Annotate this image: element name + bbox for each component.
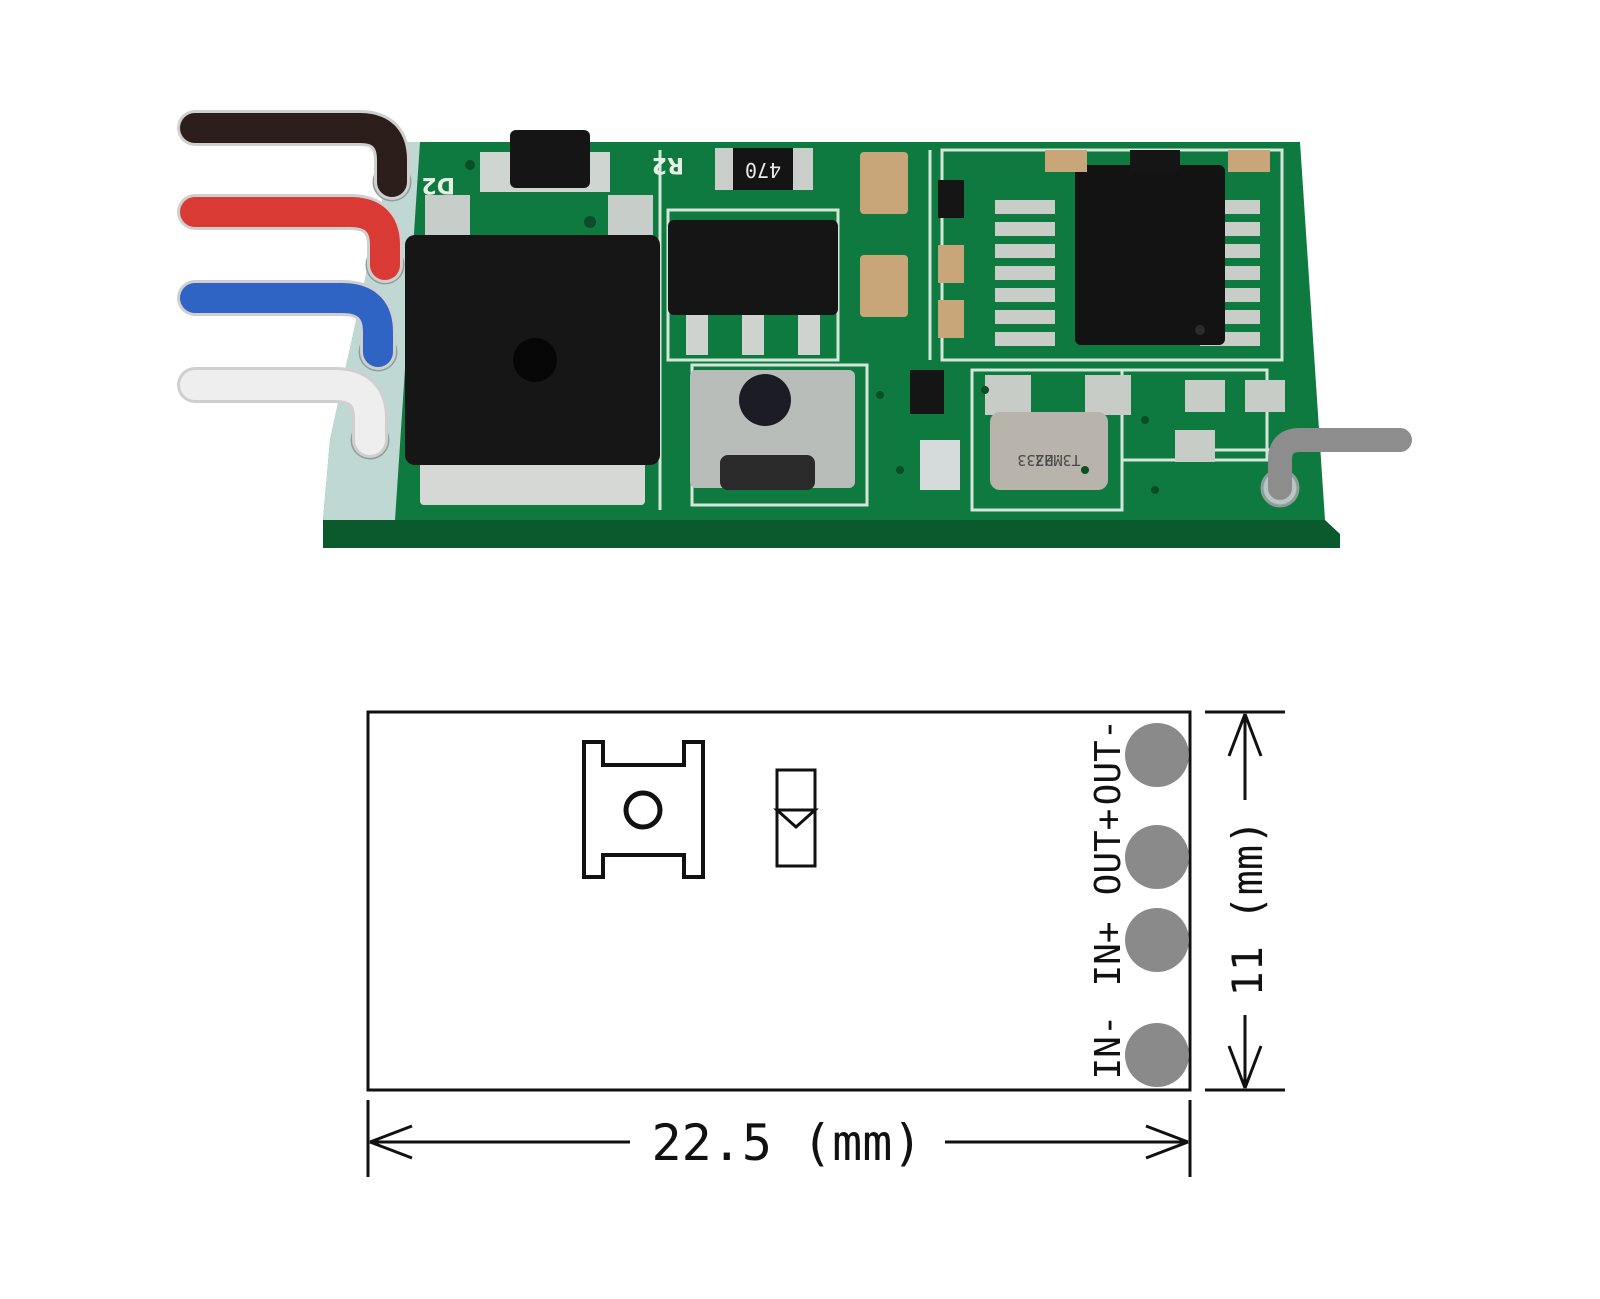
- smd-component: [1045, 150, 1087, 172]
- pcb-photo: D2 R2 470: [177, 110, 1412, 548]
- smd-component: [1245, 380, 1285, 412]
- silk-label-d2: D2: [421, 172, 455, 197]
- height-label: 11 (mm): [1223, 819, 1272, 996]
- regulator-pin: [798, 315, 820, 355]
- smd-component: [1228, 150, 1270, 172]
- decoder-ic: [995, 165, 1260, 346]
- board-outline: [366, 710, 1192, 1092]
- smd-component: [938, 245, 964, 283]
- silk-label-r2: R2: [652, 152, 684, 177]
- pin-label-in-minus: IN-: [1088, 1014, 1129, 1079]
- height-dimension: 11 (mm): [1205, 710, 1285, 1092]
- mosfet-pad-left: [425, 195, 470, 235]
- mosfet-dimple: [513, 338, 557, 382]
- decoder-ic-body: [1075, 165, 1225, 345]
- led-diode-triangle: [773, 808, 819, 830]
- smd-component: [1175, 430, 1215, 462]
- led-symbol: [775, 768, 817, 868]
- smd-component: [938, 180, 964, 218]
- width-label: 22.5 (mm): [652, 1114, 923, 1172]
- smd-component: [938, 300, 964, 338]
- push-button-symbol: [582, 740, 705, 879]
- pin-pad-in-plus: [1125, 908, 1189, 972]
- wire-black: [180, 113, 407, 197]
- input-output-wires: [177, 110, 410, 458]
- pin-label-in-plus: IN+: [1088, 921, 1129, 986]
- smd-component: [1185, 380, 1225, 412]
- width-dimension: 22.5 (mm): [366, 1100, 1192, 1177]
- push-button-circle: [623, 790, 663, 830]
- crystal-marking-2: MHZ: [1035, 451, 1062, 469]
- crystal-marking-1: T3.2333: [1017, 451, 1080, 469]
- regulator-body: [668, 220, 838, 315]
- capacitor: [860, 255, 908, 317]
- wire-red: [180, 197, 400, 280]
- learn-button-slot: [720, 455, 815, 490]
- pin-label-out-minus: OUT-: [1088, 719, 1129, 806]
- learn-button-cap: [739, 374, 791, 426]
- pin-pad-out-minus: [1125, 723, 1189, 787]
- smd-component: [910, 370, 944, 414]
- mosfet-tab: [420, 455, 645, 505]
- pin-pad-in-minus: [1125, 1023, 1189, 1087]
- antenna-wire: [1268, 428, 1412, 500]
- sot-transistor: [510, 130, 590, 188]
- wire-blue: [180, 283, 393, 367]
- led: [920, 440, 960, 490]
- regulator-pin: [686, 315, 708, 355]
- mosfet-pad-right: [608, 195, 653, 235]
- crystal-resonator: [990, 412, 1108, 490]
- resistor-marking: 470: [745, 158, 781, 182]
- pcb-edge: [323, 520, 1340, 548]
- wire-white: [180, 370, 385, 455]
- vias: [465, 160, 1159, 494]
- pin-pad-out-plus: [1125, 825, 1189, 889]
- dimension-diagram: OUT- OUT+ IN+ IN- 22.5 (mm) 11 (mm): [366, 710, 1285, 1177]
- smd-component: [1085, 375, 1131, 415]
- regulator-pin: [742, 315, 764, 355]
- smd-component: [1130, 150, 1180, 172]
- capacitor: [860, 152, 908, 214]
- resistor-470: [733, 148, 793, 190]
- smd-component: [985, 375, 1031, 415]
- pin-label-out-plus: OUT+: [1088, 809, 1129, 896]
